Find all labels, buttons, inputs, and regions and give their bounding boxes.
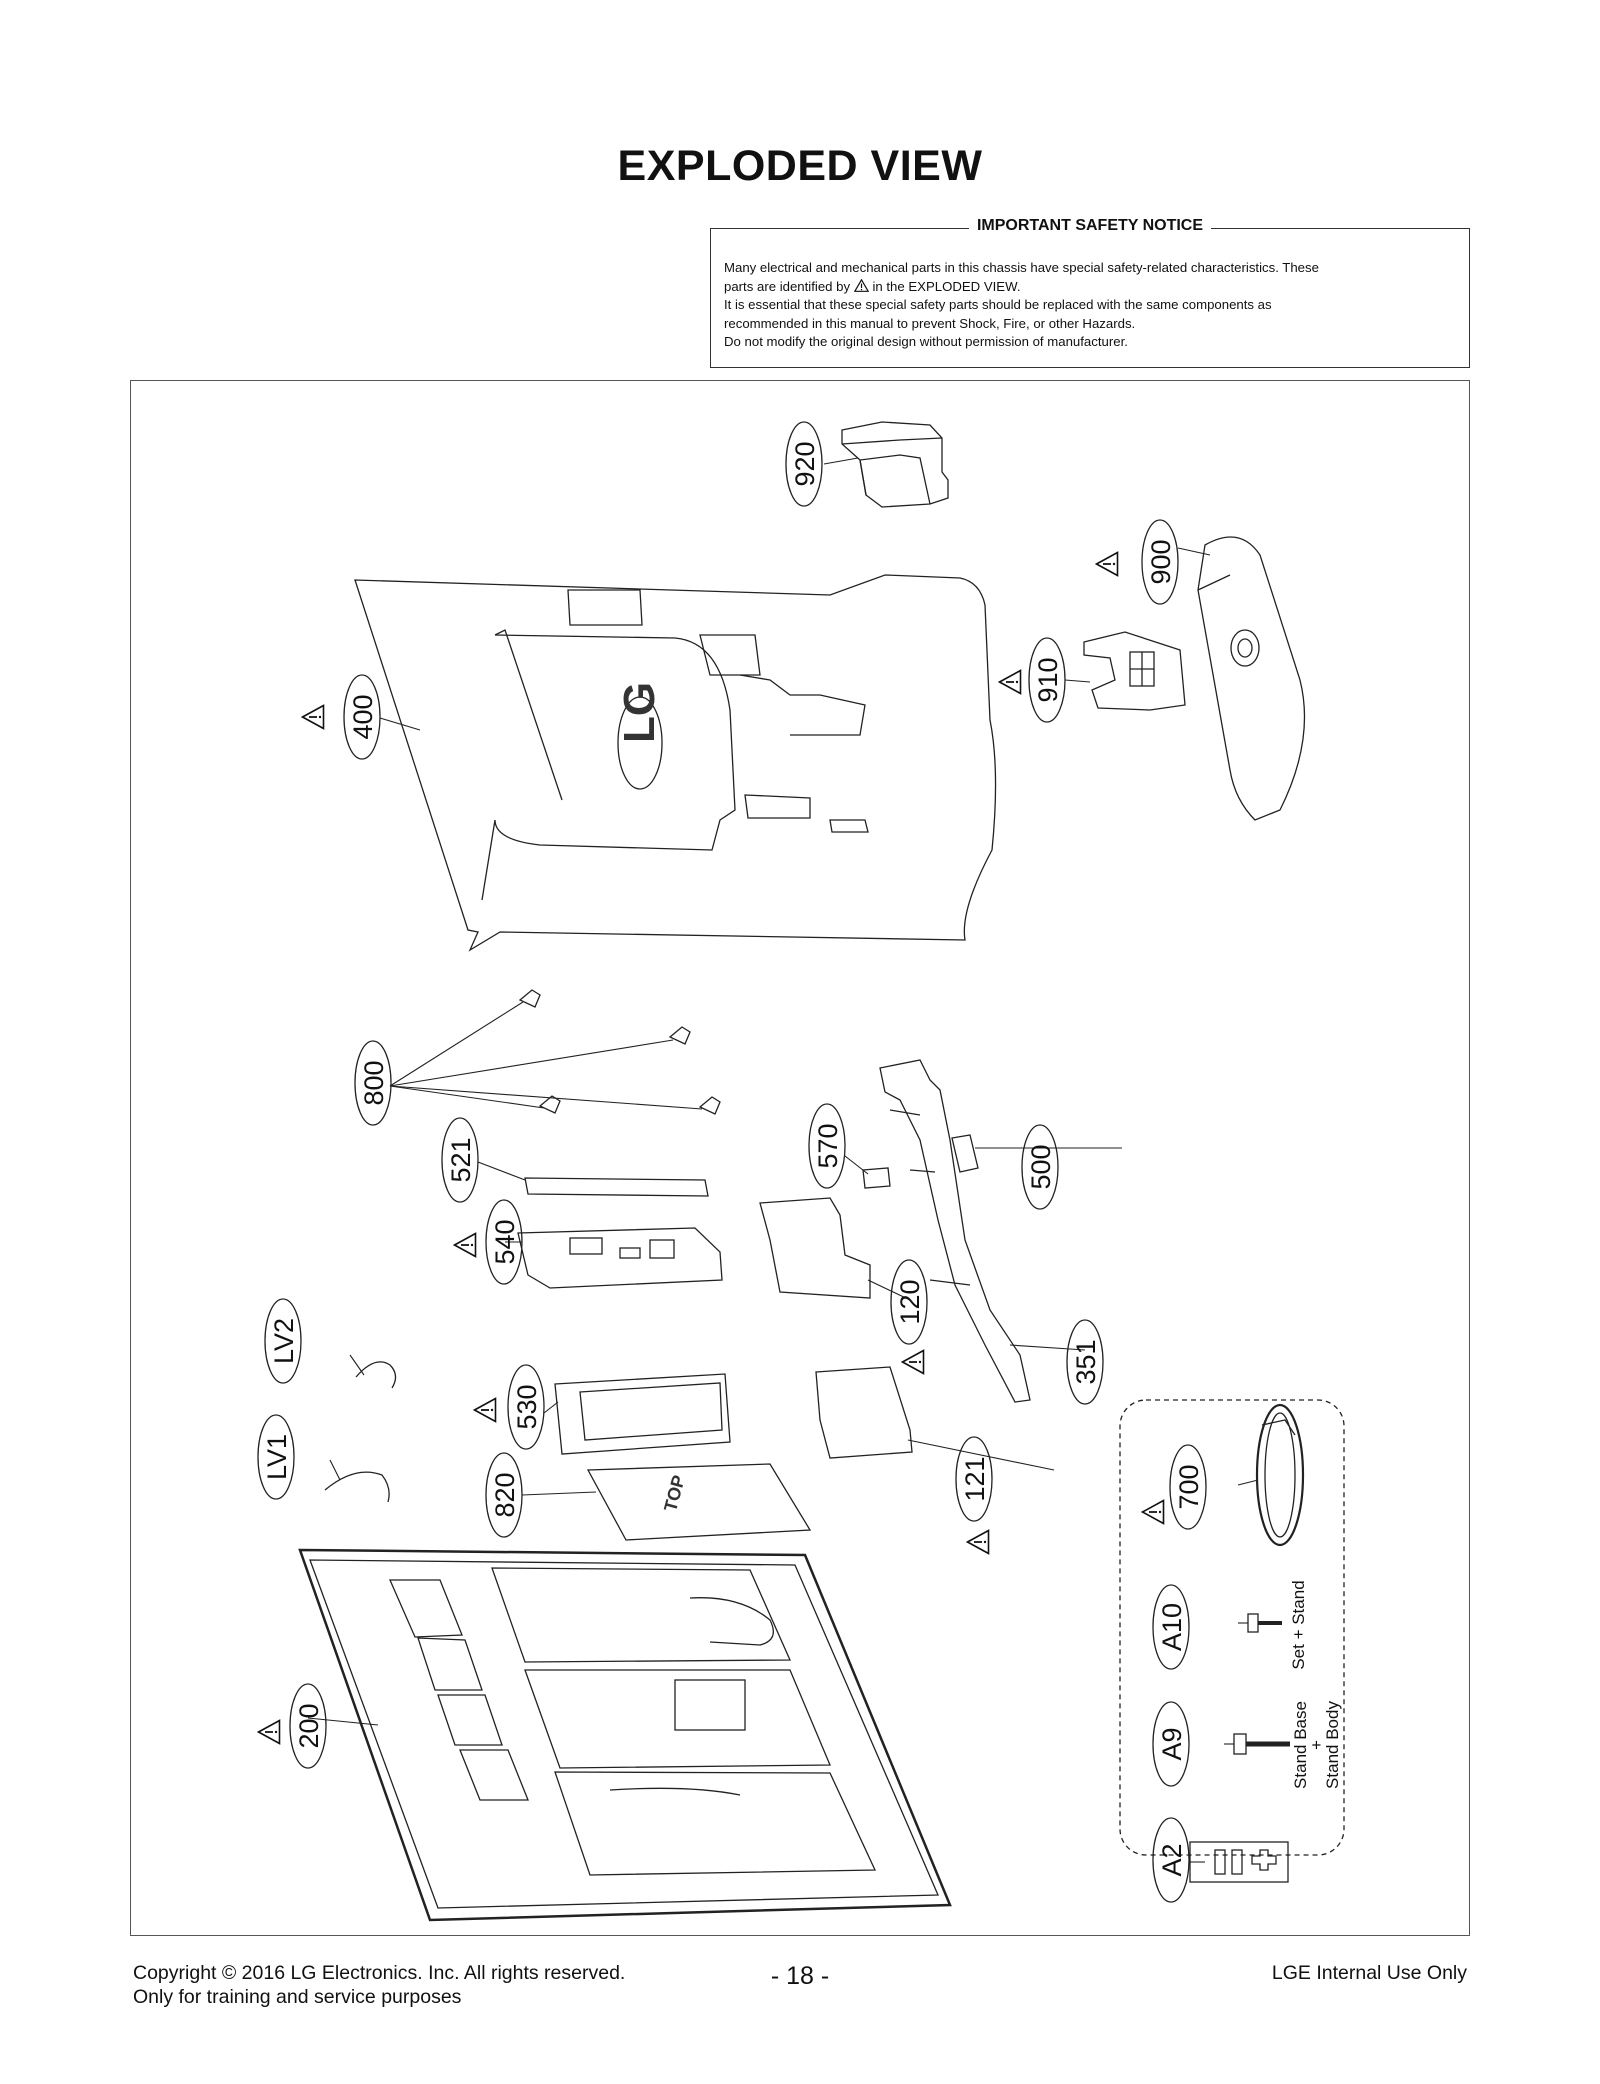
warning-triangle-icon: [1141, 1499, 1165, 1525]
part-LV1-cable: [324, 1471, 390, 1503]
notice-line: Many electrical and mechanical parts in …: [724, 260, 1319, 275]
footer-copyright: Copyright © 2016 LG Electronics. Inc. Al…: [133, 1962, 626, 2008]
warning-triangle-icon: [301, 704, 325, 730]
safety-notice-body: Many electrical and mechanical parts in …: [724, 259, 1456, 352]
part-A10-screw: [1247, 1613, 1282, 1633]
part-820-sheet: [586, 1463, 812, 1541]
warning-triangle-icon: [453, 1232, 477, 1258]
part-351-frame: [879, 1059, 1031, 1403]
page-number: - 18 -: [770, 1962, 830, 1990]
warning-triangle-icon: [966, 1529, 990, 1555]
exploded-view-diagram: LG: [257, 421, 1345, 1922]
callout-500: 500: [1026, 1144, 1056, 1189]
caption-set-stand: Set + Stand: [1289, 1580, 1308, 1669]
callout-labels: 920 900 910 400 800 521 570 500 540 120 …: [262, 441, 1204, 1876]
callout-521: 521: [446, 1137, 476, 1182]
callout-920: 920: [790, 441, 820, 486]
warning-triangle-icon: [998, 669, 1022, 695]
callout-120: 120: [895, 1279, 925, 1324]
warning-triangle-icon: [257, 1719, 281, 1745]
caption-stand-body: Stand Body: [1323, 1701, 1342, 1789]
part-A9-screw: [1233, 1733, 1290, 1755]
callout-ellipses: [257, 421, 1207, 1903]
part-920-cover: [841, 421, 949, 508]
callout-LV2: LV2: [269, 1318, 299, 1364]
part-910-stand-body: [1083, 631, 1186, 711]
part-570-module: [862, 1167, 891, 1189]
callout-A9: A9: [1157, 1727, 1187, 1760]
part-900-stand-base: [1197, 536, 1306, 821]
part-200-front-cabinet: [298, 1548, 952, 1922]
footer-internal-use: LGE Internal Use Only: [1271, 1962, 1467, 1984]
callout-LV1: LV1: [262, 1434, 292, 1480]
diagram-frame: [130, 380, 1470, 1936]
part-400-back-cover: [354, 574, 997, 952]
callout-400: 400: [348, 694, 378, 739]
part-121-bracket: [815, 1366, 913, 1459]
part-540-main-board: [517, 1227, 723, 1289]
warning-triangle-icon: [1095, 551, 1119, 577]
part-700-power-cord: [1255, 1403, 1305, 1547]
page-title: EXPLODED VIEW: [617, 142, 983, 190]
notice-line: parts are identified by in the EXPLODED …: [724, 278, 1021, 294]
callout-820: 820: [490, 1472, 520, 1517]
part-530-power-board: [554, 1373, 731, 1455]
callout-A10: A10: [1157, 1603, 1187, 1651]
part-521-bracket: [524, 1177, 709, 1197]
callout-351: 351: [1071, 1339, 1101, 1384]
leader-lines: [307, 457, 1259, 1863]
callout-800: 800: [359, 1060, 389, 1105]
screw-captions: Set + Stand Stand Base + Stand Body: [1289, 1580, 1342, 1789]
callout-700: 700: [1174, 1464, 1204, 1509]
callout-900: 900: [1146, 539, 1176, 584]
caption-stand-base: Stand Base: [1291, 1701, 1310, 1789]
part-120-bracket: [759, 1197, 871, 1299]
callout-910: 910: [1033, 657, 1063, 702]
warning-triangle-icon: [901, 1349, 925, 1375]
callout-200: 200: [294, 1703, 324, 1748]
callout-530: 530: [512, 1384, 542, 1429]
part-800-clips: [518, 989, 721, 1115]
caption-plus: +: [1307, 1740, 1326, 1750]
callout-121: 121: [960, 1456, 990, 1501]
top-arrow-marking: TOP: [660, 1473, 689, 1514]
warning-triangle-icon: [473, 1397, 497, 1423]
notice-line: It is essential that these special safet…: [724, 297, 1272, 312]
lg-logo: LG: [615, 682, 664, 743]
notice-line: recommended in this manual to prevent Sh…: [724, 315, 1136, 331]
callout-540: 540: [490, 1219, 520, 1264]
notice-line: Do not modify the original design withou…: [724, 334, 1128, 349]
safety-notice-box: IMPORTANT SAFETY NOTICE Many electrical …: [710, 217, 1470, 368]
callout-A2: A2: [1157, 1843, 1187, 1876]
part-LV2-cable: [355, 1361, 397, 1389]
part-500-connector: [951, 1134, 979, 1173]
callout-570: 570: [813, 1123, 843, 1168]
safety-notice-heading: IMPORTANT SAFETY NOTICE: [711, 217, 1469, 235]
warning-triangle-icon: [853, 278, 869, 292]
